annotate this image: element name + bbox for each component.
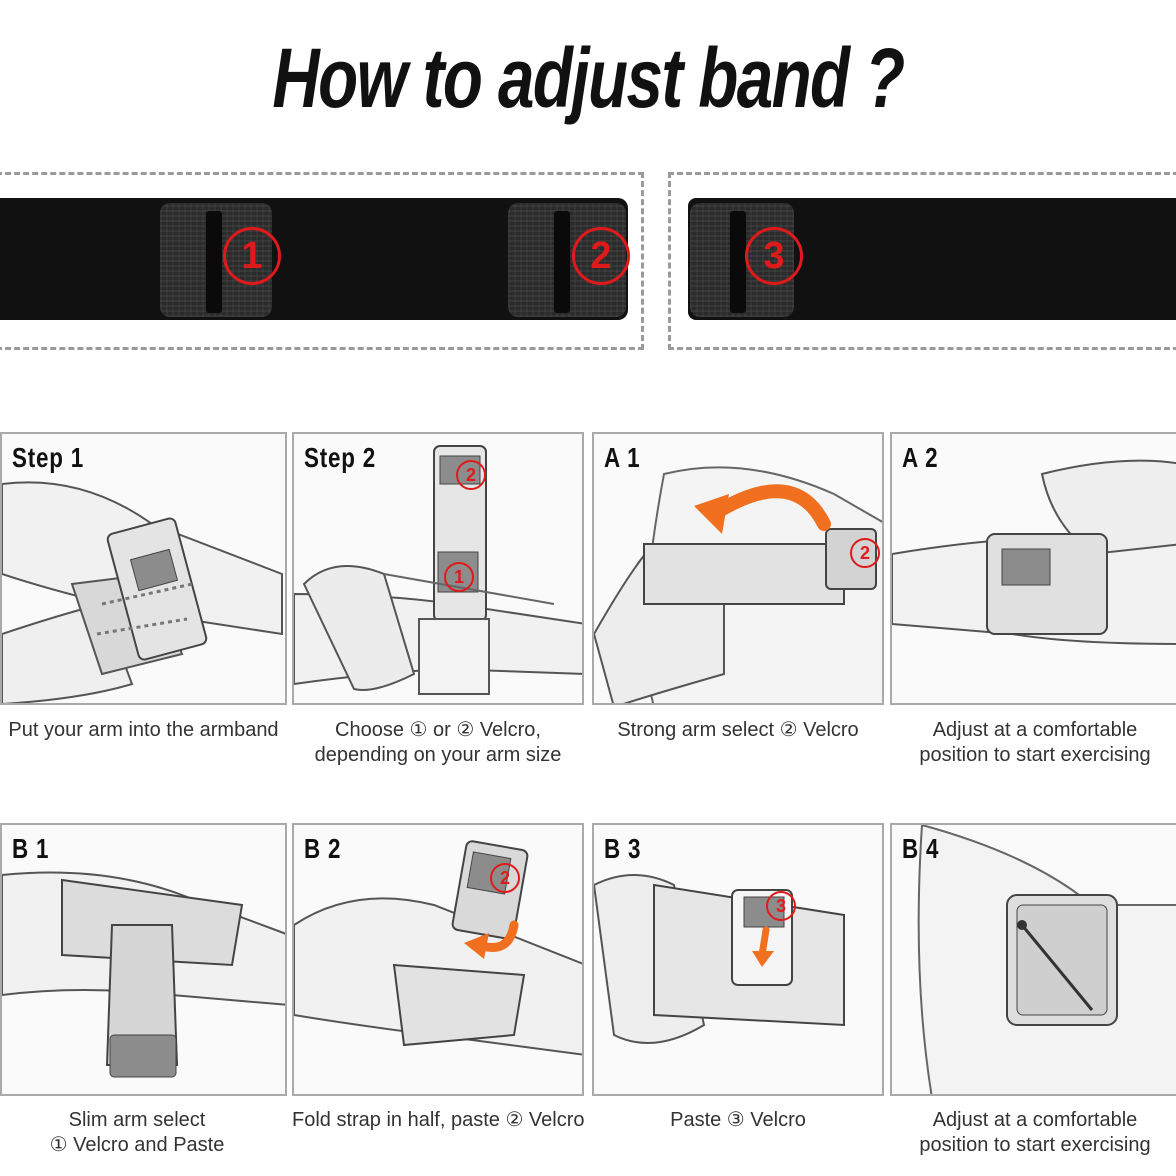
step-panel-step-1: Step 1 bbox=[0, 432, 287, 705]
step-panel-a2: A 2 bbox=[890, 432, 1176, 705]
band-dashed-frame-left bbox=[0, 172, 644, 350]
band-dashed-frame-right bbox=[668, 172, 1176, 350]
step-caption: Adjust at a comfortable position to star… bbox=[919, 1109, 1151, 1156]
step-caption: Choose ① or ② Velcro, depending on your … bbox=[314, 719, 562, 766]
arm-illustration bbox=[2, 871, 285, 1078]
arm-illustration bbox=[294, 445, 582, 695]
step-label: Step 2 bbox=[304, 442, 377, 473]
panel-marker-2: 2 bbox=[490, 863, 520, 893]
panel-marker-1: 1 bbox=[444, 562, 474, 592]
step-panel-b3: 3 B 3 bbox=[592, 823, 884, 1096]
arm-illustration bbox=[917, 825, 1176, 1094]
panel-marker-2: 2 bbox=[850, 538, 880, 568]
step-caption: Paste ③ Velcro bbox=[670, 1109, 806, 1131]
velcro-marker-3: 3 bbox=[745, 227, 803, 285]
step-caption: Adjust at a comfortable position to star… bbox=[919, 719, 1151, 766]
arm-illustration bbox=[892, 459, 1176, 645]
page-title: How to adjust band ? bbox=[272, 31, 905, 125]
step-caption: Slim arm select ① Velcro and Paste bbox=[49, 1109, 225, 1156]
velcro-marker-2: 2 bbox=[572, 227, 630, 285]
arm-illustration bbox=[2, 481, 283, 703]
step-caption: Fold strap in half, paste ② Velcro bbox=[292, 1109, 585, 1131]
arm-illustration bbox=[594, 874, 845, 1044]
arm-illustration bbox=[294, 840, 582, 1056]
step-label: A 2 bbox=[902, 442, 939, 473]
panel-marker-2: 2 bbox=[456, 460, 486, 490]
arm-illustration bbox=[594, 466, 882, 703]
step-label: B 1 bbox=[12, 833, 50, 864]
step-panel-b2: 2 B 2 bbox=[292, 823, 584, 1096]
step-panel-b1: B 1 bbox=[0, 823, 287, 1096]
step-caption: Strong arm select ② Velcro bbox=[617, 719, 859, 741]
step-label: B 4 bbox=[902, 833, 940, 864]
step-panel-a1: 2 A 1 bbox=[592, 432, 884, 705]
velcro-marker-1: 1 bbox=[223, 227, 281, 285]
step-label: Step 1 bbox=[12, 442, 85, 473]
step-label: B 3 bbox=[604, 833, 642, 864]
panel-marker-3: 3 bbox=[766, 891, 796, 921]
step-panel-b4: B 4 bbox=[890, 823, 1176, 1096]
step-panel-step-2: 2 1 Step 2 bbox=[292, 432, 584, 705]
step-caption: Put your arm into the armband bbox=[8, 719, 279, 741]
step-label: B 2 bbox=[304, 833, 342, 864]
step-label: A 1 bbox=[604, 442, 641, 473]
